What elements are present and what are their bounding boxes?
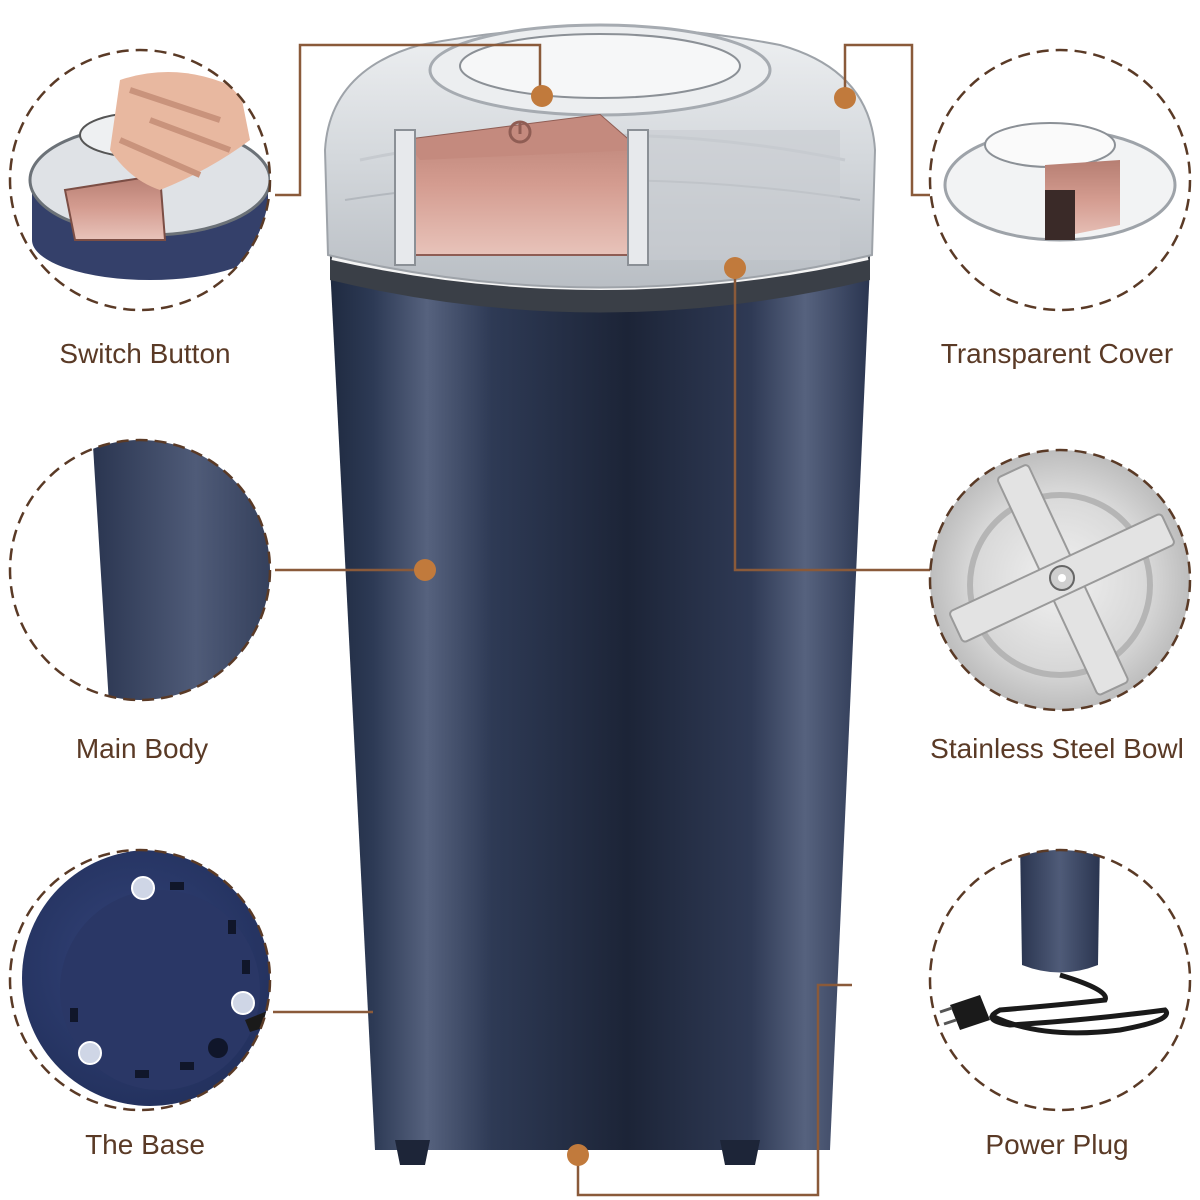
main-body-marker: [414, 559, 436, 581]
transparent-cover-marker: [834, 87, 856, 109]
switch-button-detail: [8, 48, 272, 312]
transparent-cover-detail: [928, 48, 1192, 312]
callout-connectors: [273, 43, 930, 1197]
switch-button-marker: [531, 85, 553, 107]
switch-button-label: Switch Button: [59, 338, 231, 369]
power-plug-detail: [928, 848, 1192, 1112]
callout-dots: [414, 85, 856, 1166]
stainless-steel-bowl-marker: [724, 257, 746, 279]
stainless-steel-bowl-detail: [928, 448, 1192, 712]
grinder-main-image: [323, 23, 877, 1165]
the-base-marker: [567, 1144, 589, 1166]
main-body-detail: [8, 438, 272, 702]
the-base-label: The Base: [85, 1129, 205, 1160]
stainless-steel-bowl-label: Stainless Steel Bowl: [930, 733, 1184, 764]
main-body-label: Main Body: [75, 733, 209, 764]
power-plug-label: Power Plug: [985, 1129, 1129, 1160]
the-base-detail: [8, 848, 272, 1112]
transparent-cover-label: Transparent Cover: [940, 338, 1174, 369]
